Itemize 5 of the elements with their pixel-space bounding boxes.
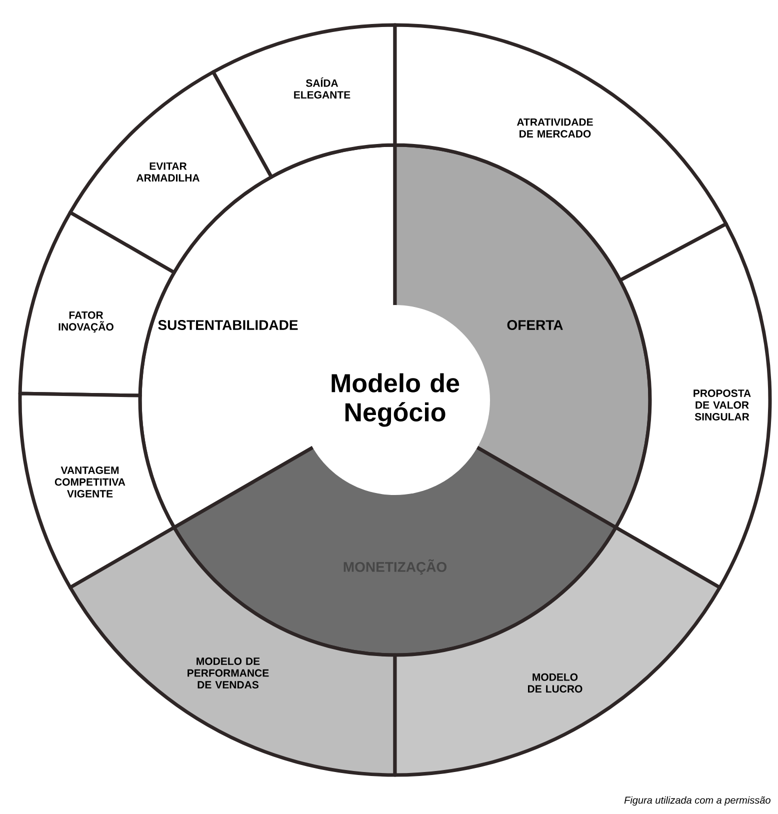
outer-segment: EVITAR ARMADILHA <box>68 70 274 274</box>
outer-segment: VANTAGEM COMPETITIVA VIGENTE <box>18 392 176 590</box>
outer-segment: SAÍDA ELEGANTE <box>211 23 397 179</box>
caption-text: Figura utilizada com a permissão <box>624 796 770 806</box>
outer-segment: PROPOSTA DE VALOR SINGULAR <box>614 222 772 590</box>
